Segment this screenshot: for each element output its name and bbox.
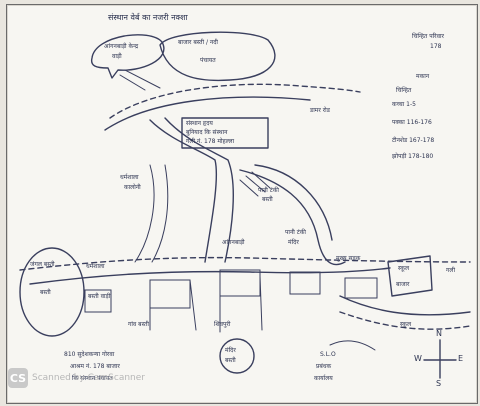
label-top-road: डामर रोड (310, 107, 330, 114)
bubble-shape (90, 34, 165, 79)
left-circle (19, 247, 85, 337)
label-far-right-bottom: स्कूल (400, 321, 412, 328)
label-center-3: गली नं. 178 मोहल्ला (186, 138, 235, 145)
road-main (19, 256, 471, 271)
label-center-2: बुनियाद कि संस्थान (186, 129, 228, 136)
legend-heading: मकान (416, 73, 430, 80)
legend-item-4: झोपड़ी 178-180 (392, 153, 434, 160)
footer-center-2: प्रबंधक (316, 363, 332, 370)
label-bottom-center: शिवपुरी (214, 321, 231, 328)
label-left-circle: जंगल बस्ती (30, 261, 55, 268)
road-right-curve (239, 169, 346, 266)
label-bottom-left: गांव बस्ती (128, 321, 149, 328)
label-top-block: बाजार बस्ती / नदी (178, 39, 218, 46)
compass (423, 339, 457, 379)
compass-s: S (436, 379, 442, 388)
label-left-circle-2: बस्ती (40, 289, 51, 296)
label-mid-right: पानी टंकी (258, 187, 279, 194)
label-right-mid: पानी टंकी (285, 229, 306, 236)
footer-left-1: 810 सुदेशकन्या गोरवा (64, 351, 115, 358)
footer-center-3: कार्यालय (314, 375, 333, 382)
label-bottom-circle-2: बस्ती (225, 357, 236, 364)
legend-count: 178 (430, 43, 442, 50)
footer-left-3: कि संस्थान पंचायत (72, 375, 113, 382)
label-right-box: स्कूल (398, 265, 410, 272)
compass-n: N (436, 329, 442, 338)
watermark-text: Scanned by CamScanner (32, 372, 145, 383)
label-mid-left-2: कालोनी (124, 184, 141, 191)
label-center-1: संस्थान हृदय (186, 120, 213, 127)
map-sheet (6, 4, 478, 404)
map-title: संस्थान वेर्ब का नजरी नक्शा (108, 13, 188, 22)
label-bubble-2: वाड़ी (112, 53, 122, 60)
scanner-watermark: CS Scanned by CamScanner (8, 368, 145, 388)
label-top-block-2: पंचायत (200, 57, 216, 64)
label-right-mid-2: मंदिर (288, 239, 299, 246)
label-mid-left: धर्मशाला (120, 174, 139, 181)
label-mid-right-2: बस्ती (262, 196, 273, 203)
label-road-right: मुख्य सड़क (336, 255, 361, 262)
camscanner-logo: CS (8, 368, 28, 388)
footer-center-1: S.L.O (320, 351, 336, 358)
right-box (387, 255, 433, 297)
label-far-right-small: गली (446, 267, 456, 274)
label-bubble: आंगनबाड़ी केन्द्र (104, 43, 139, 50)
legend-item-1: कच्चा 1-5 (392, 101, 416, 108)
top-block-shape (159, 31, 276, 82)
footer-left-2: आश्रम नं. 178 बाजार (70, 363, 120, 370)
road-center (149, 119, 218, 263)
bottom-circle (219, 338, 255, 374)
legend-item-2: पक्का 116-176 (392, 119, 432, 126)
label-right-box-2: बाजार (396, 281, 410, 288)
compass-w: W (414, 354, 422, 363)
legend-item-3: टीनशेड 167-178 (392, 137, 435, 144)
label-left-road-1: धर्मशाला (86, 263, 105, 270)
legend-sub: चिन्हित (396, 87, 412, 94)
legend-title: चिन्हित परिवार (412, 33, 444, 40)
label-center-small: आंगनबाड़ी (222, 239, 245, 246)
road-top (109, 83, 361, 119)
label-bottom-circle: मंदिर (225, 347, 236, 354)
compass-e: E (458, 354, 464, 363)
label-left-road-2: बस्ती वाड़ी (88, 293, 111, 300)
